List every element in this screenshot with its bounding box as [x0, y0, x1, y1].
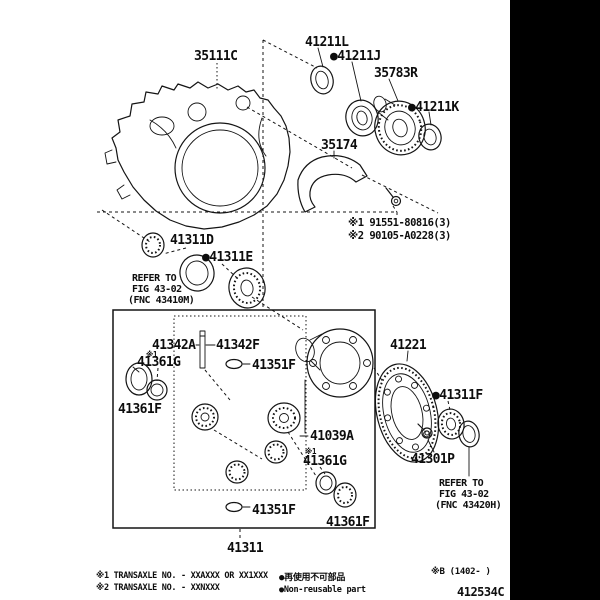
label-oil-seal-41211K: ●41211K — [408, 100, 459, 115]
transaxle-case-drawing — [104, 81, 291, 230]
label-oil-deflector-35174: 35174 — [321, 138, 358, 153]
oil-seal-41211K-drawing — [418, 123, 442, 151]
differential-inner-dotted-frame — [173, 315, 307, 491]
drive-gear-35783R-drawing — [373, 95, 426, 156]
bearing-race-41311D-drawing — [141, 232, 165, 258]
label-side-gear-right-41361G: 41361G — [303, 454, 347, 469]
footnote-transaxle-2: ※2 TRANSAXLE NO. - XXNXXX — [96, 582, 220, 593]
label-thrust-washer-left-41361F: 41361F — [118, 402, 162, 417]
differential-box-frame — [112, 309, 376, 529]
side-gear-right-drawing — [267, 402, 301, 434]
label-drive-gear-35783R: 35783R — [374, 66, 418, 81]
pinion-gear-mid-drawing — [264, 440, 288, 464]
label-pin-41342F: 41342F — [216, 338, 260, 353]
oil-deflector-35174-drawing — [297, 155, 368, 213]
pinion-gear-lower-drawing — [225, 460, 249, 484]
label-snap-ring-upper-41351F: 41351F — [252, 358, 296, 373]
label-transaxle-case: 35111C — [194, 49, 237, 64]
label-pinion-shaft-41342A: 41342A — [152, 338, 196, 353]
footnote-transaxle-1: ※1 TRANSAXLE NO. - XXAXXX OR XX1XXX — [96, 570, 268, 581]
note-mark-side-gear-right: ※1 — [305, 447, 317, 456]
label-ring-gear-41221: 41221 — [390, 338, 427, 353]
label-bolt-note-2: ※2 90105-A0228(3) — [348, 230, 451, 242]
bolt-91551-drawing — [385, 187, 402, 207]
label-bolt-note-1: ※1 91551-80816(3) — [348, 217, 451, 229]
label-snap-ring-lower-41351F: 41351F — [252, 503, 296, 518]
thrust-washer-right-drawing — [315, 471, 337, 495]
label-bolt-41301P: 41301P — [411, 452, 455, 467]
footnote-non-reusable-en: ●Non-reusable part — [279, 585, 366, 595]
label-race-41311D: 41311D — [170, 233, 214, 248]
label-refer-note-2-line3: (FNC 43420H) — [435, 500, 501, 511]
label-bearing-41311F: ●41311F — [432, 388, 483, 403]
label-refer-note-1-line1: REFER TO — [132, 273, 177, 284]
side-gear-left-ring-drawing — [146, 379, 168, 401]
side-bearing-drawing — [228, 267, 266, 309]
oil-seal-41211L-drawing — [310, 65, 334, 95]
label-side-gear-left-41361G: 41361G — [137, 355, 181, 370]
oil-seal-41311E-drawing — [179, 254, 215, 292]
differential-case-drawing — [295, 328, 374, 398]
bearing-race-right-drawing — [458, 420, 480, 448]
label-assembly-41311: 41311 — [227, 541, 264, 556]
label-bearing-41211J: ●41211J — [330, 49, 381, 64]
scan-black-margin — [510, 0, 600, 600]
leader-lines — [317, 47, 470, 477]
construction-lines — [97, 39, 451, 541]
side-bearing-right-drawing — [333, 482, 357, 508]
thrust-washer-left-drawing — [125, 362, 153, 396]
footnote-non-reusable-ja: ●再使用不可部品 — [279, 571, 345, 583]
figure-code: 412534C — [457, 585, 504, 599]
side-bearing-41311F-drawing — [437, 408, 465, 440]
label-oil-seal-41211L: 41211L — [305, 35, 349, 50]
label-refer-note-1-line2: FIG 43-02 — [132, 284, 182, 295]
note-mark-side-gear-left: ※1 — [146, 350, 158, 359]
page-background — [0, 0, 511, 600]
label-thrust-washer-right-41361F: 41361F — [326, 515, 370, 530]
snap-ring-upper-drawing — [225, 358, 251, 370]
label-refer-note-2-line2: FIG 43-02 — [439, 489, 489, 500]
label-bearing-41311E: ●41311E — [202, 250, 253, 265]
bolt-41301P-drawing — [417, 423, 433, 439]
ring-gear-41221-drawing — [374, 363, 440, 463]
pinion-shaft-41342-drawing — [195, 330, 216, 369]
pinion-gear-left-drawing — [191, 403, 219, 431]
label-refer-note-2-line1: REFER TO — [439, 478, 484, 489]
label-case-subassembly-41039A: 41039A — [310, 429, 354, 444]
snap-ring-lower-drawing — [225, 501, 251, 513]
label-refer-note-1-line3: (FNC 43410M) — [128, 295, 194, 306]
revision-note: ※B (1402- ) — [431, 566, 491, 577]
